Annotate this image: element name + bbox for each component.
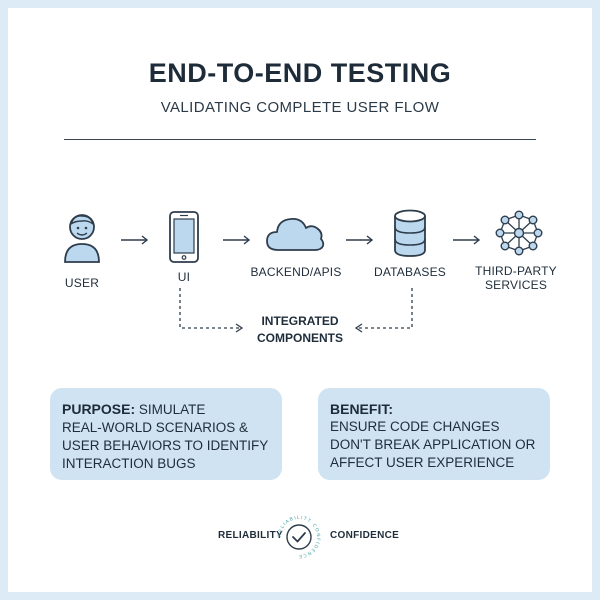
node-label-third-party: THIRD-PARTY SERVICES — [466, 264, 566, 292]
benefit-heading: BENEFIT: — [330, 401, 393, 417]
divider — [64, 139, 536, 140]
page-subtitle: VALIDATING COMPLETE USER FLOW — [160, 99, 440, 116]
diagram-card — [8, 8, 592, 592]
purpose-inline-text: SIMULATE — [138, 402, 206, 417]
node-label-ui: UI — [177, 270, 191, 284]
benefit-text: ENSURE CODE CHANGES DON'T BREAK APPLICAT… — [330, 419, 536, 470]
user-icon — [64, 214, 100, 263]
purpose-text: REAL-WORLD SCENARIOS & USER BEHAVIORS TO… — [62, 420, 269, 471]
purpose-heading: PURPOSE: — [62, 401, 136, 417]
database-icon — [394, 209, 426, 257]
purpose-box: PURPOSE: SIMULATE REAL-WORLD SCENARIOS &… — [50, 388, 282, 480]
checkmark-seal-icon: RELIABILITY CONFIDENCE — [277, 515, 320, 559]
phone-icon — [169, 211, 199, 263]
node-label-third-party-text: THIRD-PARTY SERVICES — [475, 264, 557, 292]
flow-arrow — [346, 235, 374, 245]
footer-confidence: CONFIDENCE — [330, 530, 400, 541]
network-icon — [495, 210, 543, 256]
page-title: END-TO-END TESTING — [148, 58, 452, 88]
cloud-icon — [266, 218, 325, 251]
integration-connector-right — [354, 288, 413, 333]
benefit-box: BENEFIT: ENSURE CODE CHANGES DON'T BREAK… — [318, 388, 550, 480]
integrated-components-label: INTEGRATED COMPONENTS — [256, 314, 343, 345]
integration-connector-left — [179, 288, 244, 333]
flow-arrow — [453, 235, 481, 245]
node-label-databases: DATABASES — [373, 265, 447, 279]
purpose-first-line: PURPOSE: SIMULATE — [62, 400, 274, 419]
flow-arrow — [223, 235, 251, 245]
footer-reliability: RELIABILITY — [218, 530, 283, 541]
flow-arrow — [121, 235, 149, 245]
node-label-backend: BACKEND/APIS — [250, 265, 342, 279]
node-label-user: USER — [64, 276, 100, 290]
